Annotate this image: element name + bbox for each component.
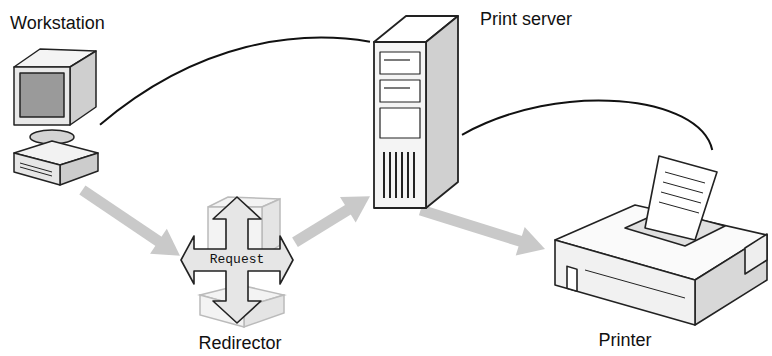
request-arrow xyxy=(421,210,545,256)
workstation-node: Workstation xyxy=(12,45,100,190)
workstation-drawing xyxy=(14,49,98,185)
network-cable xyxy=(100,38,370,125)
workstation-icon xyxy=(12,45,100,190)
server-node: Print server xyxy=(370,12,462,210)
network-cable xyxy=(462,100,712,150)
server-drawing xyxy=(374,16,458,208)
node-label: Redirector xyxy=(198,333,281,355)
node-label: Workstation xyxy=(10,13,105,35)
server-icon xyxy=(370,12,462,210)
request-arrow xyxy=(295,196,370,242)
arrow-label: Request xyxy=(210,252,265,268)
request-arrow xyxy=(82,190,180,256)
node-label: Printer xyxy=(598,330,651,352)
redirector-node: RequestRedirector xyxy=(180,195,295,330)
printer-node: Printer xyxy=(545,150,768,330)
four-way-arrow xyxy=(181,197,293,323)
printer-icon xyxy=(545,150,768,330)
node-label: Print server xyxy=(480,9,572,31)
printer-drawing xyxy=(555,156,767,325)
